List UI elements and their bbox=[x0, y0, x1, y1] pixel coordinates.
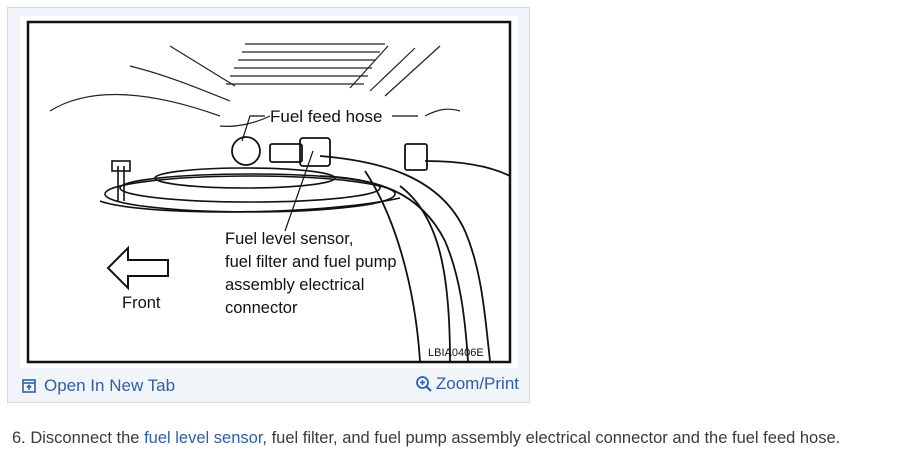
figure-code: LBIA0406E bbox=[428, 347, 484, 359]
connector-and-hose bbox=[231, 136, 511, 362]
open-in-new-tab-label: Open In New Tab bbox=[44, 376, 176, 395]
figure-card: Fuel feed hose Fuel level sensor, fuel f… bbox=[7, 7, 530, 403]
step-prefix: 6. Disconnect the bbox=[12, 429, 145, 447]
diagram-svg: Fuel feed hose Fuel level sensor, fuel f… bbox=[26, 20, 512, 364]
pump-flange bbox=[99, 160, 401, 213]
fuel-pump-diagram[interactable]: Fuel feed hose Fuel level sensor, fuel f… bbox=[20, 16, 518, 368]
zoom-print-label: Zoom/Print bbox=[435, 374, 519, 393]
step-suffix: , fuel filter, and fuel pump assembly el… bbox=[262, 429, 841, 447]
label-sensor-line-2: fuel filter and fuel pump bbox=[225, 253, 397, 271]
label-sensor-line-3: assembly electrical bbox=[225, 276, 364, 294]
step-instruction: 6. Disconnect the fuel level sensor, fue… bbox=[12, 429, 917, 448]
front-arrow-icon bbox=[106, 245, 169, 291]
zoom-in-icon bbox=[415, 376, 432, 392]
zoom-print-link[interactable]: Zoom/Print bbox=[415, 374, 519, 394]
label-front: Front bbox=[122, 294, 161, 312]
open-in-new-tab-icon bbox=[22, 379, 36, 393]
label-sensor-line-1: Fuel level sensor, bbox=[225, 230, 353, 248]
card-footer: Open In New Tab Zoom/Print bbox=[8, 370, 529, 402]
leader-lines bbox=[241, 115, 418, 232]
vent-lines bbox=[49, 43, 461, 127]
diagram-frame bbox=[26, 20, 512, 364]
label-sensor-line-4: connector bbox=[225, 299, 298, 317]
fuel-level-sensor-link[interactable]: fuel level sensor bbox=[144, 429, 263, 447]
label-fuel-feed-hose: Fuel feed hose bbox=[270, 107, 382, 126]
open-in-new-tab-link[interactable]: Open In New Tab bbox=[22, 376, 175, 396]
